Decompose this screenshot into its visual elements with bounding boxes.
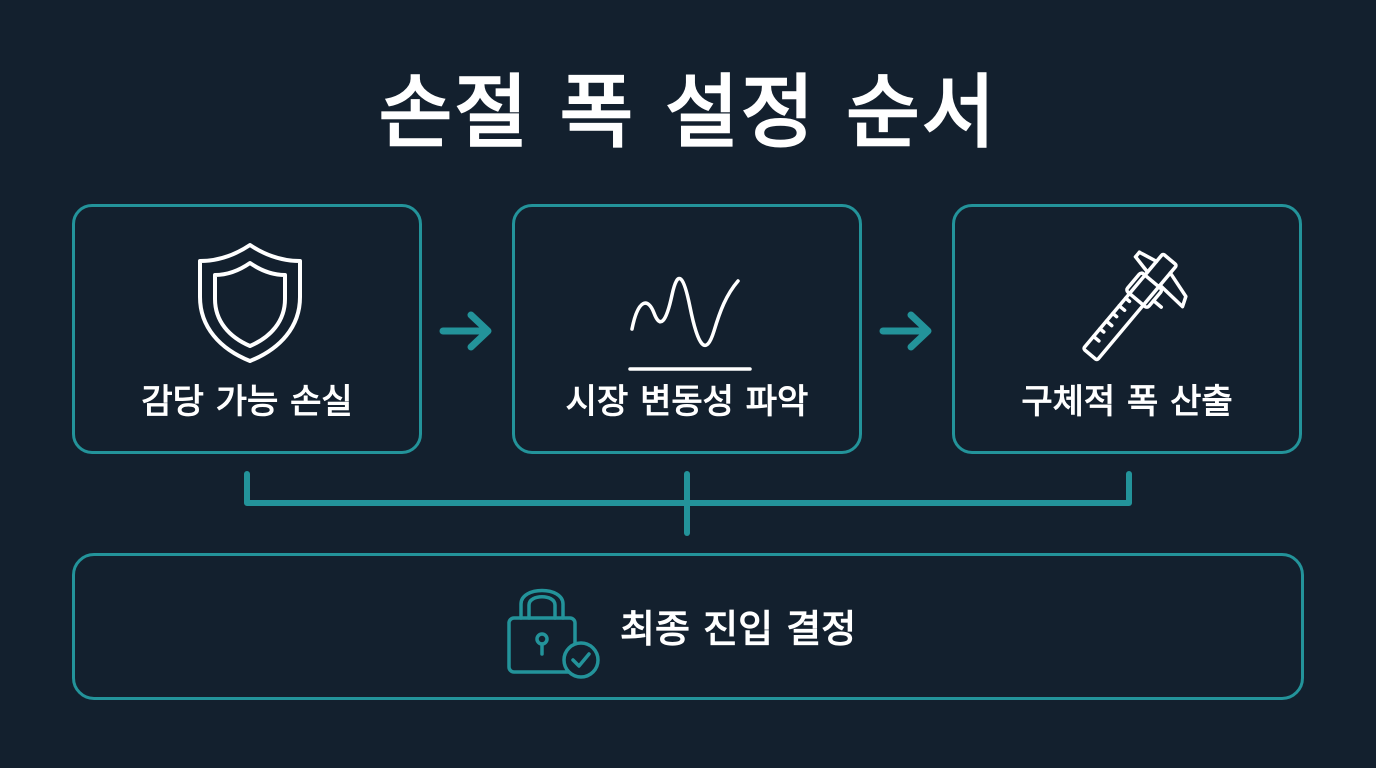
wave-line-icon	[628, 276, 752, 371]
final-label: 최종 진입 결정	[620, 607, 857, 651]
step-label: 구체적 폭 산출	[1021, 382, 1233, 422]
caliper-icon	[1082, 250, 1188, 362]
arrow-right-icon	[879, 311, 932, 351]
step-label: 시장 변동성 파악	[565, 382, 809, 422]
shield-icon	[198, 243, 302, 363]
step-box-affordable-loss: 감당 가능 손실	[72, 204, 422, 454]
diagram-title: 손절 폭 설정 순서	[378, 66, 998, 159]
step-box-market-volatility: 시장 변동성 파악	[512, 204, 862, 454]
final-decision-box: 최종 진입 결정	[72, 553, 1304, 700]
arrow-right-icon	[439, 311, 492, 351]
step-box-calculate-width: 구체적 폭 산출	[952, 204, 1302, 454]
lock-check-icon	[507, 588, 600, 679]
step-label: 감당 가능 손실	[141, 382, 353, 422]
